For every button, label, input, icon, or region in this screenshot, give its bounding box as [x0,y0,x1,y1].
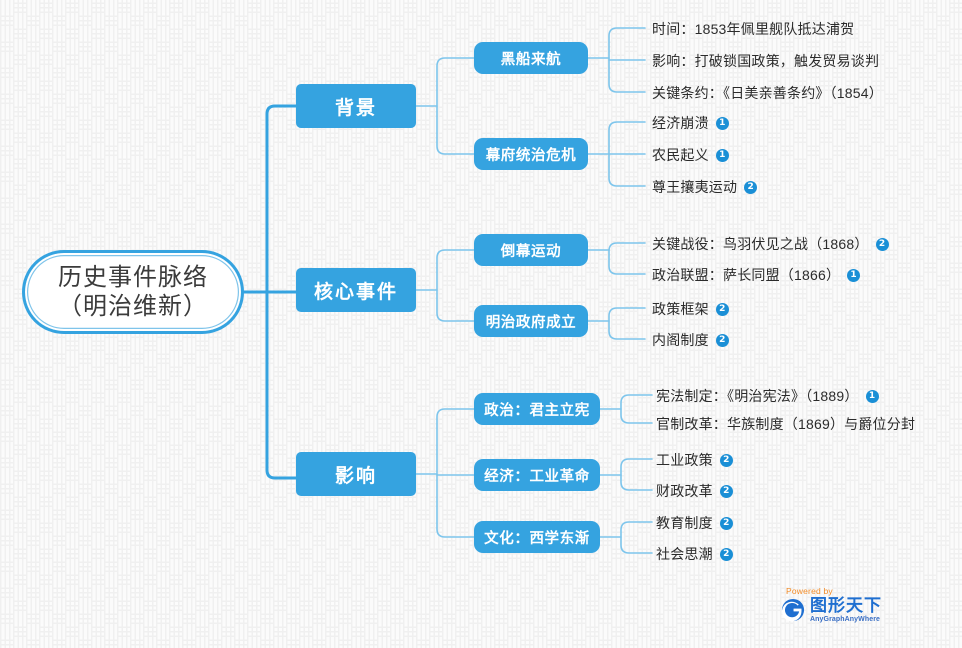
leaf-label: 政治联盟：萨长同盟（1866） [652,267,841,283]
leaf-item[interactable]: 农民起义 1 [652,145,729,165]
watermark: Powered by 图形天下 AnyGraphAnyWhere [780,586,900,623]
count-badge: 2 [744,180,758,194]
count-badge: 2 [719,484,733,498]
subnode-economy[interactable]: 经济：工业革命 [474,459,600,491]
leaf-label: 社会思潮 [656,546,713,562]
subnode-politics[interactable]: 政治：君主立宪 [474,393,600,425]
subnode-anti-shogunate-movement[interactable]: 倒幕运动 [474,234,588,266]
branch-node-core-events[interactable]: 核心事件 [296,268,416,312]
leaf-label: 时间：1853年佩里舰队抵达浦贺 [652,21,855,37]
count-badge: 1 [847,268,861,282]
leaf-item[interactable]: 政策框架 2 [652,299,729,319]
leaf-label: 关键条约：《日美亲善条约》（1854） [652,85,883,101]
count-badge: 1 [715,116,729,130]
leaf-item[interactable]: 社会思潮 2 [656,544,733,564]
count-badge: 2 [719,547,733,561]
leaf-label: 政策框架 [652,301,709,317]
leaf-item[interactable]: 官制改革：华族制度（1869）与爵位分封 [656,414,915,434]
leaf-label: 关键战役：鸟羽伏见之战（1868） [652,236,869,252]
root-node[interactable]: 历史事件脉络 （明治维新） [22,250,244,334]
leaf-item[interactable]: 教育制度 2 [656,513,733,533]
leaf-label: 影响：打破锁国政策，触发贸易谈判 [652,53,880,69]
count-badge: 1 [865,389,879,403]
root-label-line1: 历史事件脉络 [58,263,208,291]
leaf-item[interactable]: 尊王攘夷运动 2 [652,177,758,197]
branch-node-impact[interactable]: 影响 [296,452,416,496]
brand-name-en: AnyGraphAnyWhere [810,616,881,623]
leaf-label: 内阁制度 [652,332,709,348]
leaf-item[interactable]: 关键战役：鸟羽伏见之战（1868） 2 [652,234,889,254]
leaf-label: 经济崩溃 [652,115,709,131]
subnode-culture[interactable]: 文化：西学东渐 [474,521,600,553]
count-badge: 2 [875,237,889,251]
leaf-label: 官制改革：华族制度（1869）与爵位分封 [656,416,916,432]
leaf-label: 工业政策 [656,452,713,468]
leaf-item[interactable]: 影响：打破锁国政策，触发贸易谈判 [652,51,879,71]
leaf-label: 财政改革 [656,483,713,499]
leaf-label: 农民起义 [652,147,709,163]
count-badge: 2 [719,453,733,467]
count-badge: 2 [715,333,729,347]
leaf-item[interactable]: 内阁制度 2 [652,330,729,350]
powered-by-label: Powered by [786,586,833,596]
leaf-item[interactable]: 宪法制定：《明治宪法》（1889） 1 [656,386,879,406]
leaf-label: 尊王攘夷运动 [652,179,738,195]
subnode-shogunate-crisis[interactable]: 幕府统治危机 [474,138,588,170]
count-badge: 1 [715,148,729,162]
leaf-item[interactable]: 经济崩溃 1 [652,113,729,133]
brand-name-cn: 图形天下 [810,596,882,615]
leaf-label: 宪法制定：《明治宪法》（1889） [656,388,859,404]
subnode-meiji-government[interactable]: 明治政府成立 [474,305,588,337]
leaf-item[interactable]: 财政改革 2 [656,481,733,501]
leaf-item[interactable]: 工业政策 2 [656,450,733,470]
root-label-line2: （明治维新） [58,293,208,320]
branch-node-background[interactable]: 背景 [296,84,416,128]
leaf-item[interactable]: 政治联盟：萨长同盟（1866） 1 [652,265,861,285]
leaf-item[interactable]: 关键条约：《日美亲善条约》（1854） [652,83,883,103]
leaf-label: 教育制度 [656,515,713,531]
count-badge: 2 [715,302,729,316]
count-badge: 2 [719,516,733,530]
leaf-item[interactable]: 时间：1853年佩里舰队抵达浦贺 [652,19,854,39]
subnode-black-ships[interactable]: 黑船来航 [474,42,588,74]
brand-logo-icon [781,598,805,622]
